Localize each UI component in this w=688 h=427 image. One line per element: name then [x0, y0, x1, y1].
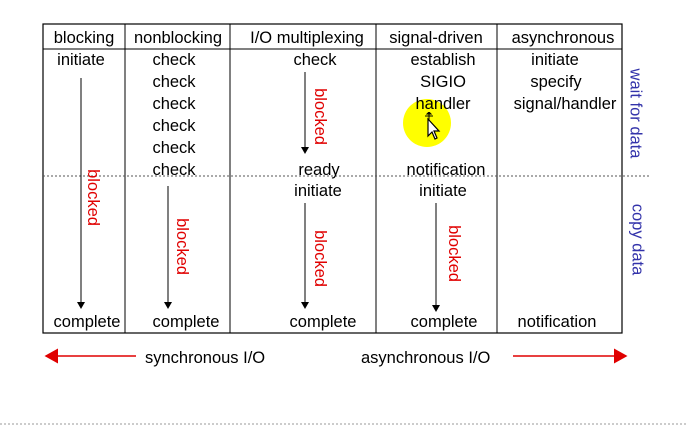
multiplexing-complete: complete: [289, 313, 357, 331]
nonblocking-check-2: check: [152, 73, 196, 91]
mouse-pointer-icon: [425, 112, 441, 140]
header-blocking: blocking: [53, 29, 115, 47]
async-notification: notification: [517, 313, 597, 331]
side-label-copy: copy data: [628, 203, 647, 276]
header-signal-driven: signal-driven: [389, 29, 483, 47]
asynchronous-io-label: asynchronous I/O: [361, 349, 491, 367]
cursor-highlight: [403, 99, 451, 147]
signal-notification: notification: [406, 161, 486, 179]
nonblocking-check-5: check: [152, 139, 196, 157]
nonblocking-check-1: check: [152, 51, 196, 69]
table-frame: [42, 23, 623, 334]
multiplexing-blocked-label-1: blocked: [310, 88, 329, 145]
multiplexing-blocked-label-2: blocked: [310, 230, 329, 287]
async-signal-handler: signal/handler: [513, 95, 617, 113]
async-specify: specify: [530, 73, 582, 91]
blocking-blocked-label: blocked: [83, 169, 102, 226]
nonblocking-check-4: check: [152, 117, 196, 135]
header-multiplexing: I/O multiplexing: [250, 29, 364, 47]
multiplexing-check: check: [293, 51, 337, 69]
signal-establish: establish: [410, 51, 476, 69]
blocking-initiate: initiate: [57, 51, 105, 69]
signal-blocked-label: blocked: [444, 225, 463, 282]
side-label-wait: wait for data: [626, 68, 645, 159]
nonblocking-check-6: check: [152, 161, 196, 179]
nonblocking-complete: complete: [152, 313, 220, 331]
nonblocking-check-3: check: [152, 95, 196, 113]
async-initiate: initiate: [531, 51, 579, 69]
multiplexing-initiate: initiate: [294, 182, 342, 200]
signal-complete: complete: [410, 313, 478, 331]
signal-initiate: initiate: [419, 182, 467, 200]
blocking-complete: complete: [53, 313, 121, 331]
header-nonblocking: nonblocking: [133, 29, 223, 47]
nonblocking-blocked-label: blocked: [172, 218, 191, 275]
multiplexing-ready: ready: [298, 161, 340, 179]
signal-handler: handler: [415, 95, 471, 113]
signal-sigio: SIGIO: [420, 73, 466, 91]
synchronous-io-label: synchronous I/O: [145, 349, 266, 367]
header-asynchronous: asynchronous: [511, 29, 615, 47]
